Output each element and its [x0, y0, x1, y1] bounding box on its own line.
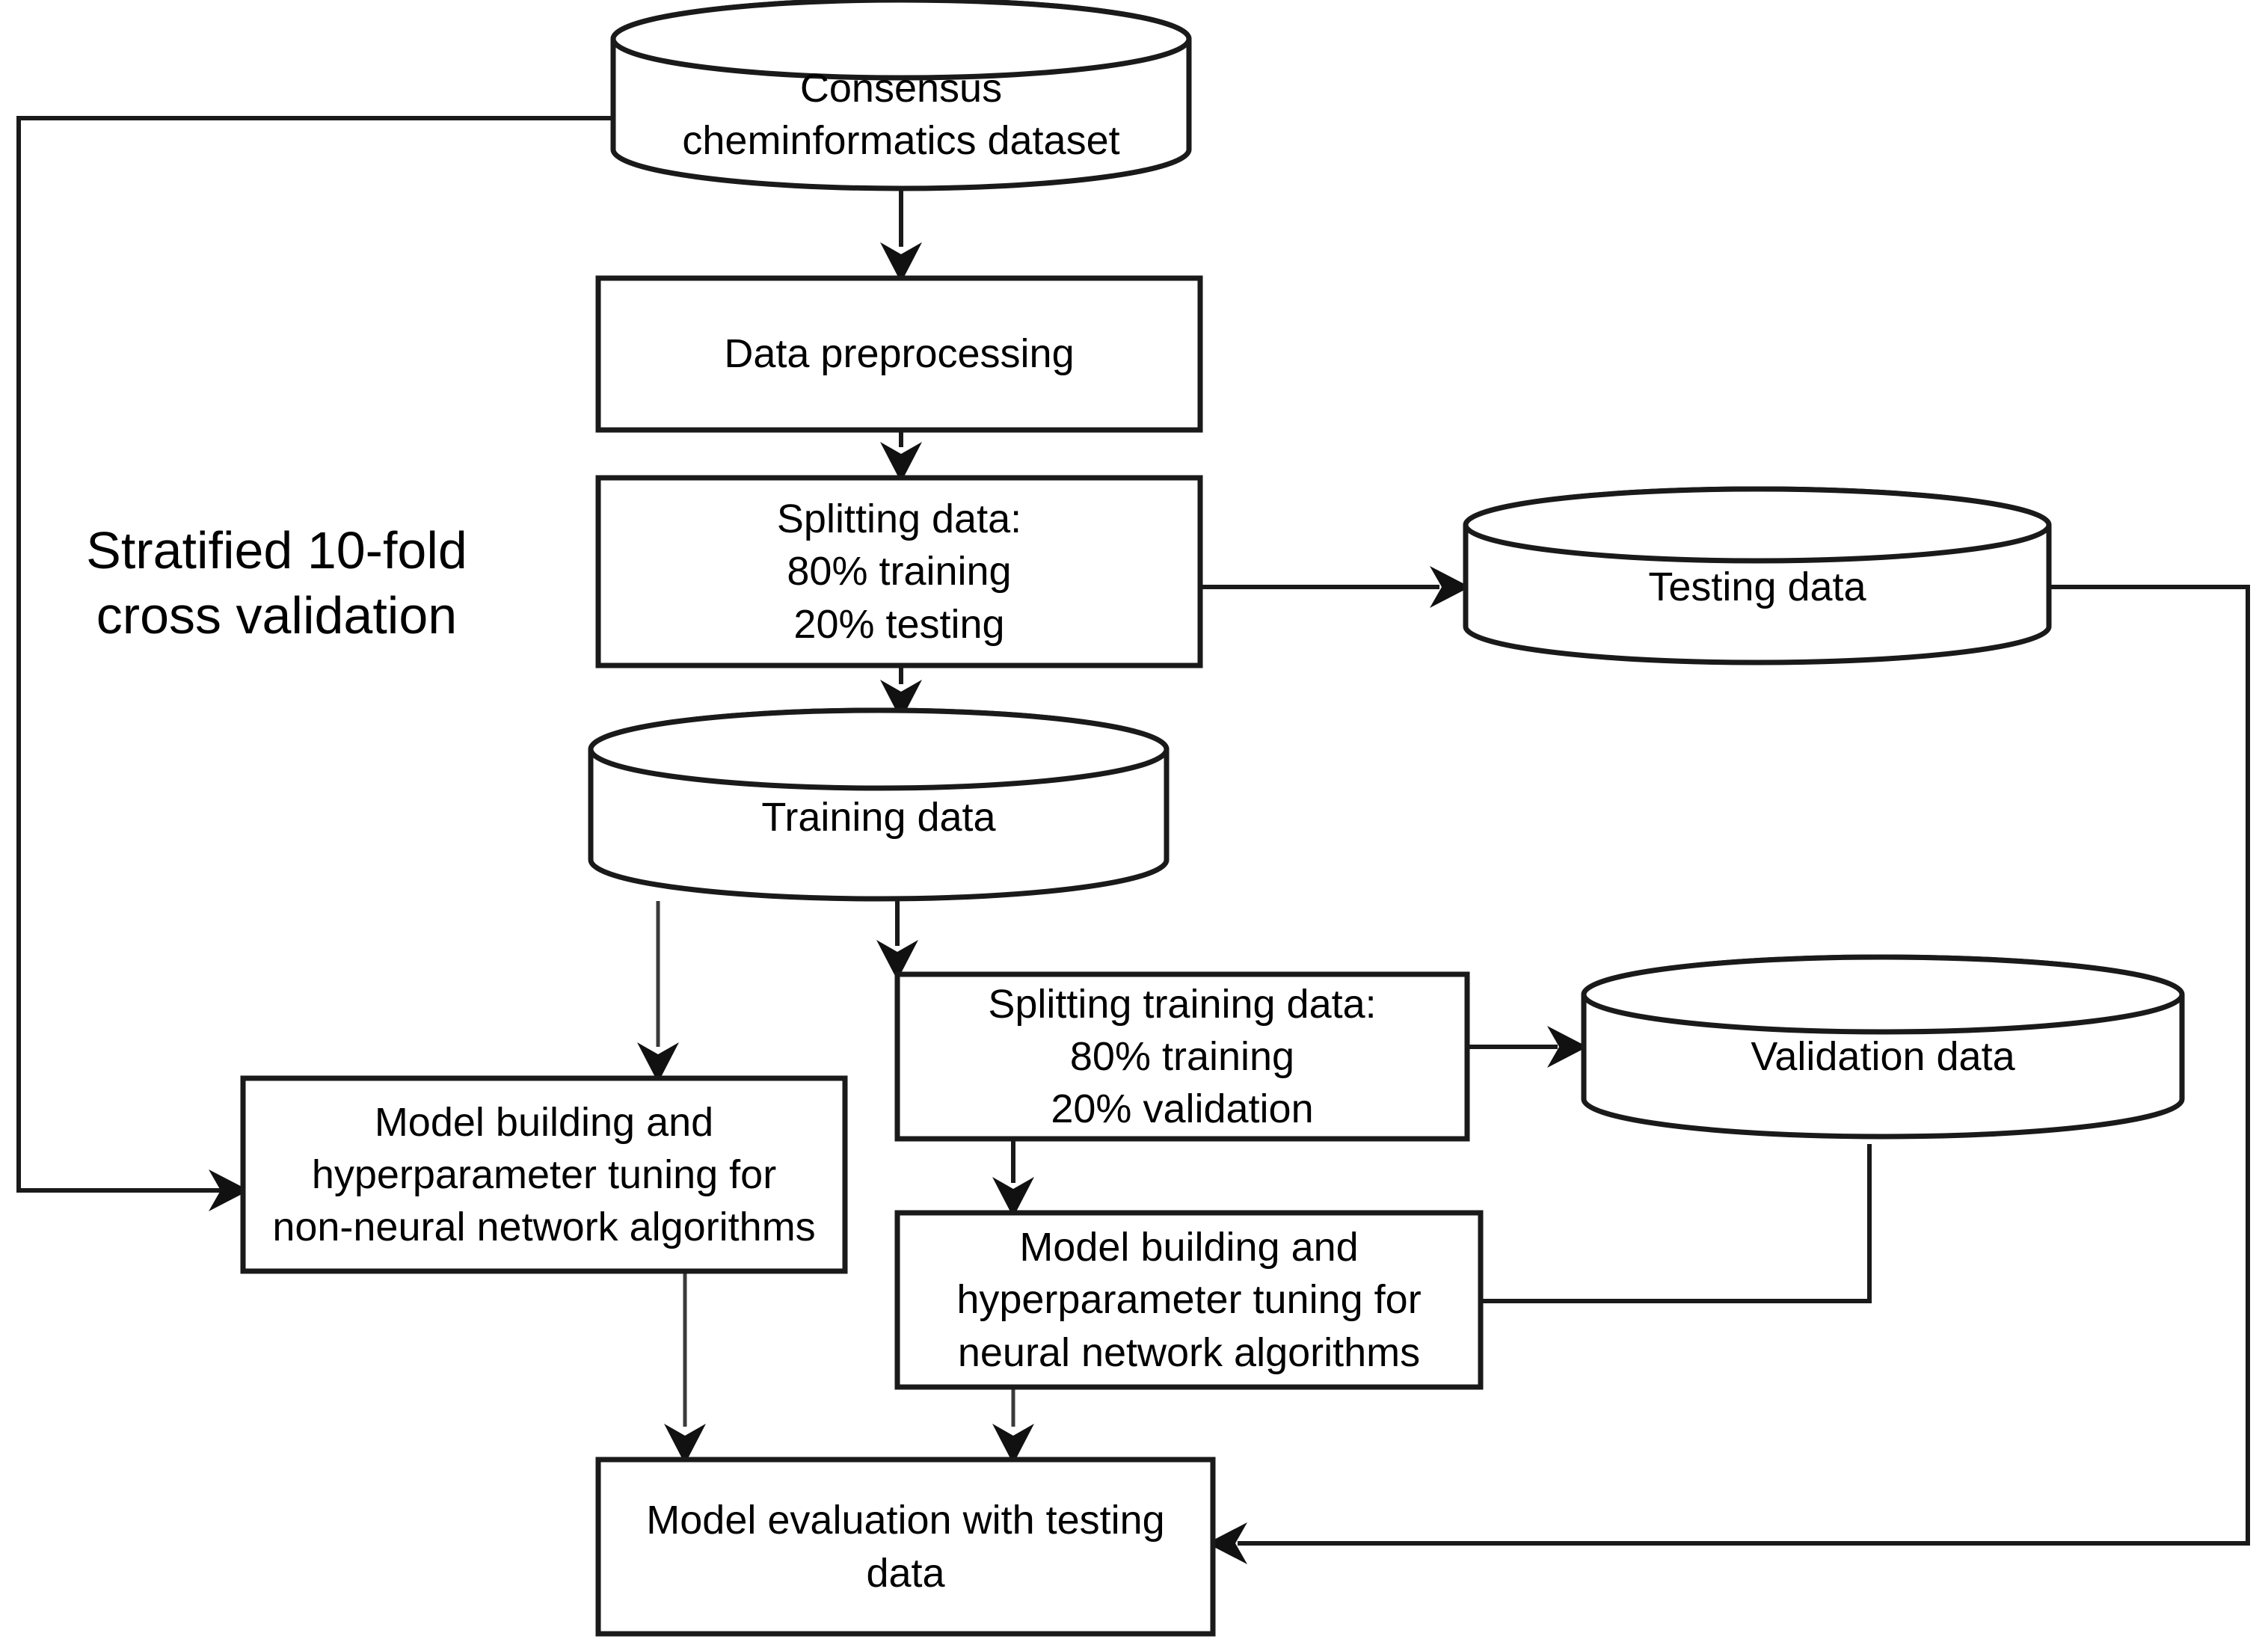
edge-splitting-training-to-validation-data [1468, 1026, 1588, 1068]
edge-preprocessing-to-splitting-data [880, 430, 922, 482]
edge-consensus-to-preprocessing [880, 188, 922, 283]
node-consensus-dataset[interactable] [610, 0, 1192, 191]
edge-splitting-data-to-training-data [880, 665, 922, 720]
edge-splitting-training-to-neural-model [992, 1139, 1034, 1217]
node-data-preprocessing[interactable] [595, 275, 1203, 433]
node-model-evaluation[interactable] [595, 1457, 1216, 1637]
edge-training-data-to-non-neural-model [637, 901, 679, 1083]
edge-testing-data-to-evaluation [1207, 585, 2250, 1564]
node-neural-model[interactable] [894, 1210, 1484, 1390]
node-testing-data[interactable] [1463, 486, 2052, 665]
node-splitting-data[interactable] [595, 475, 1203, 668]
edge-training-data-to-splitting-training-data [876, 901, 918, 980]
node-splitting-training-data[interactable] [894, 971, 1470, 1142]
edge-neural-model-to-evaluation [992, 1387, 1034, 1464]
edge-splitting-data-to-testing-data [1201, 566, 1470, 608]
edge-consensus-to-non-neural-model [16, 116, 613, 1211]
node-validation-data[interactable] [1581, 954, 2185, 1140]
edge-non-neural-model-to-evaluation [664, 1271, 706, 1464]
node-training-data[interactable] [588, 707, 1170, 902]
node-non-neural-model[interactable] [240, 1075, 848, 1274]
